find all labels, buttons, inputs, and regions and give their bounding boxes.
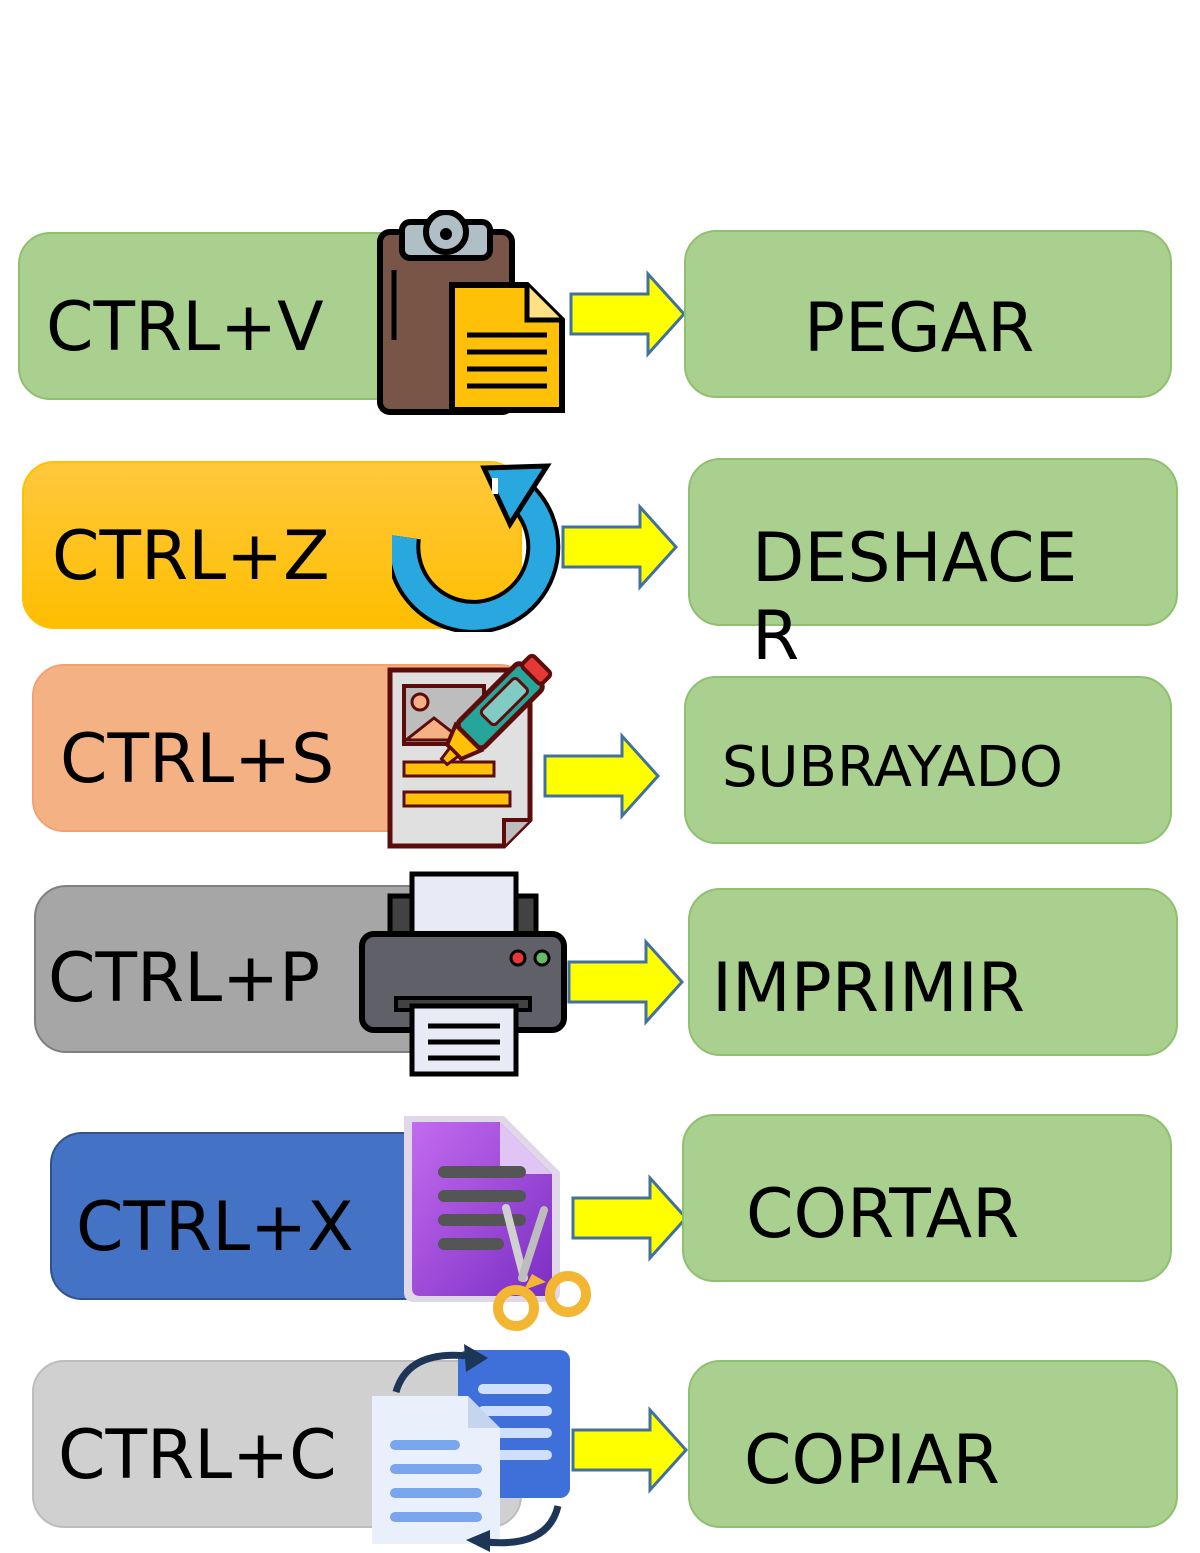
key-box-ctrl-x: CTRL+X xyxy=(50,1132,470,1300)
action-box-copiar: COPIAR xyxy=(688,1360,1178,1528)
action-box-cortar: CORTAR xyxy=(682,1114,1172,1282)
arrow-right-icon xyxy=(567,938,685,1026)
action-box-imprimir: IMPRIMIR xyxy=(688,888,1178,1056)
arrow-right-icon xyxy=(569,270,687,358)
action-label: COPIAR xyxy=(744,1421,1000,1500)
action-box-pegar: PEGAR xyxy=(684,230,1172,398)
action-label-line2: R xyxy=(752,597,800,677)
scissors-document-icon xyxy=(404,1116,591,1331)
copy-documents-icon xyxy=(372,1344,570,1552)
key-label: CTRL+X xyxy=(76,1188,354,1267)
action-label-line1: DESHACE xyxy=(752,519,1078,598)
key-label: CTRL+Z xyxy=(52,517,330,596)
action-box-deshacer: DESHACE R xyxy=(688,458,1178,676)
action-label: SUBRAYADO xyxy=(722,735,1063,800)
key-label: CTRL+C xyxy=(58,1416,337,1495)
undo-arrow-icon xyxy=(392,463,561,632)
key-label: CTRL+P xyxy=(48,939,321,1018)
printer-icon xyxy=(359,871,567,1077)
arrow-right-icon xyxy=(571,1174,689,1262)
clipboard-paste-icon xyxy=(377,210,565,415)
action-box-subrayado: SUBRAYADO xyxy=(684,676,1172,844)
arrow-right-icon xyxy=(543,732,661,820)
arrow-right-icon xyxy=(561,503,679,591)
action-label: PEGAR xyxy=(804,289,1035,368)
key-label: CTRL+V xyxy=(46,288,324,367)
action-label: IMPRIMIR xyxy=(712,949,1026,1028)
action-label: CORTAR xyxy=(746,1175,1020,1254)
key-label: CTRL+S xyxy=(60,720,335,799)
action-label: DESHACE R xyxy=(752,519,1078,677)
arrow-right-icon xyxy=(571,1406,689,1494)
highlighter-document-icon xyxy=(387,653,553,849)
key-box-ctrl-v: CTRL+V xyxy=(18,232,418,400)
